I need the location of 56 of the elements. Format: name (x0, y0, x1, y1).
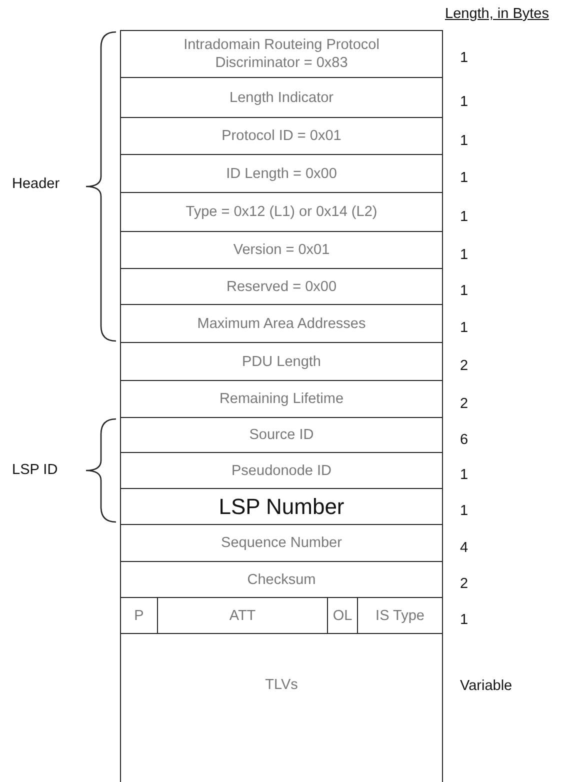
field-box (120, 231, 443, 269)
field-name: Intradomain Routeing Protocol Discriminator = 0x83 (182, 36, 380, 72)
field-name: Maximum Area Addresses (197, 314, 366, 332)
field-name: Type = 0x12 (L1) or 0x14 (L2) (186, 203, 378, 221)
field-box (120, 561, 443, 598)
field-name: IS Type (376, 606, 424, 624)
field-box (120, 30, 443, 78)
byte-length: 1 (460, 170, 468, 186)
field-box (120, 304, 443, 343)
field-name: Remaining Lifetime (219, 390, 344, 408)
column-heading: Length, in Bytes (445, 6, 549, 22)
field-box (120, 452, 443, 489)
field-name: Source ID (249, 426, 314, 444)
field-box (120, 192, 443, 232)
field-box (120, 268, 443, 305)
field-name: Sequence Number (221, 534, 342, 552)
field-box (120, 633, 443, 782)
field-name: Pseudonode ID (232, 462, 332, 480)
byte-length: 1 (460, 247, 468, 263)
field-name: OL (332, 606, 352, 624)
byte-length: 1 (460, 612, 468, 628)
field-name: LSP Number (218, 498, 344, 516)
field-name: P (134, 606, 144, 624)
byte-length: 1 (460, 467, 468, 483)
field-box (120, 488, 443, 525)
byte-length: 6 (460, 432, 468, 448)
byte-length: 2 (460, 576, 468, 592)
field-box (120, 77, 443, 118)
byte-length: 1 (460, 209, 468, 225)
field-box (120, 154, 443, 193)
field-box (120, 524, 443, 562)
field-box (120, 117, 443, 155)
field-name: Length Indicator (230, 88, 334, 106)
field-name: Protocol ID = 0x01 (222, 127, 342, 145)
bracket-label: LSP ID (12, 462, 58, 478)
field-box (120, 380, 443, 418)
field-name: Checksum (247, 570, 316, 588)
field-name: PDU Length (242, 352, 321, 370)
byte-length: 1 (460, 283, 468, 299)
byte-length: 1 (460, 50, 468, 66)
field-name: TLVs (265, 676, 298, 694)
byte-length: Variable (460, 678, 512, 694)
field-box (120, 342, 443, 381)
byte-length: 4 (460, 540, 468, 556)
byte-length: 1 (460, 503, 468, 519)
bracket-label: Header (12, 176, 60, 192)
byte-length: 2 (460, 358, 468, 374)
field-name: Reserved = 0x00 (226, 278, 337, 296)
field-name: ID Length = 0x00 (226, 164, 337, 182)
byte-length: 1 (460, 320, 468, 336)
field-name: ATT (229, 606, 256, 624)
field-box (120, 417, 443, 453)
byte-length: 1 (460, 94, 468, 110)
field-name: Version = 0x01 (233, 241, 330, 259)
byte-length: 2 (460, 396, 468, 412)
byte-length: 1 (460, 133, 468, 149)
